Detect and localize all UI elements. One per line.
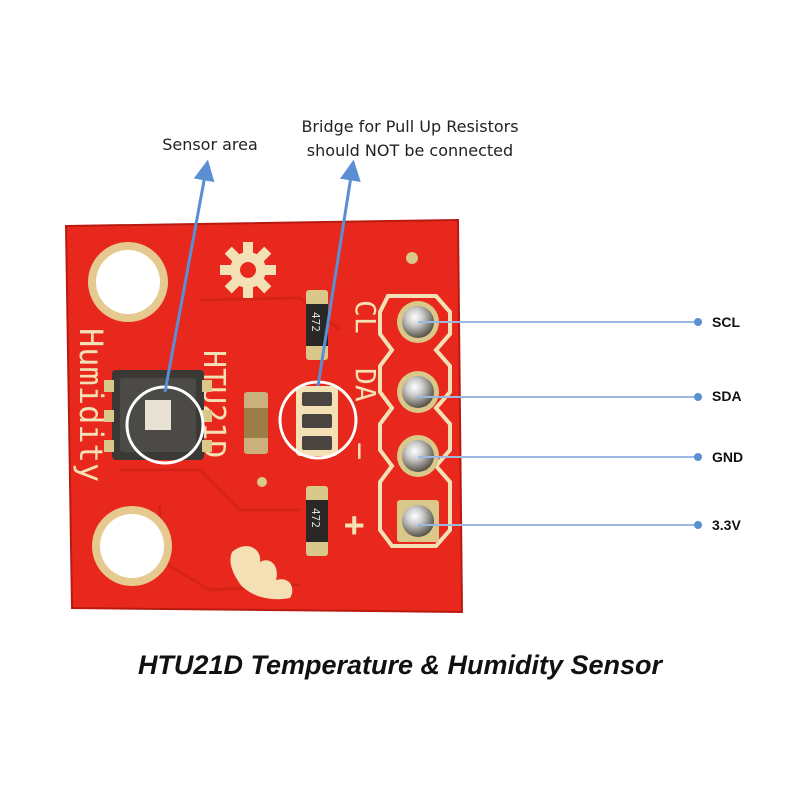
mounting-hole-top bbox=[88, 242, 168, 322]
pin-label-sda: SDA bbox=[712, 388, 742, 404]
svg-text:472: 472 bbox=[309, 312, 322, 332]
bridge-label-line2: should NOT be connected bbox=[306, 141, 514, 160]
silk-scl: CL bbox=[349, 300, 382, 334]
bridge-arrow bbox=[316, 159, 361, 387]
header-outline bbox=[378, 294, 452, 548]
figure-caption: HTU21D Temperature & Humidity Sensor bbox=[137, 650, 663, 680]
mounting-hole-bottom bbox=[92, 506, 172, 586]
pin-sda bbox=[397, 371, 439, 413]
sensor-area-arrow bbox=[163, 159, 215, 393]
via bbox=[257, 477, 267, 487]
pin-leader-dots bbox=[694, 318, 702, 529]
svg-text:472: 472 bbox=[309, 508, 322, 528]
silk-sda: DA bbox=[349, 368, 382, 402]
pin-label-scl: SCL bbox=[712, 314, 740, 330]
resistor-top: 472 bbox=[306, 290, 328, 360]
pin-3v3 bbox=[397, 500, 439, 542]
bridge-label-line1: Bridge for Pull Up Resistors bbox=[301, 117, 519, 136]
pin-label-gnd: GND bbox=[712, 449, 744, 465]
via bbox=[406, 252, 418, 264]
sensor-area-label: Sensor area bbox=[162, 135, 258, 154]
pin-leader-lines bbox=[418, 321, 698, 526]
silk-gnd: − bbox=[342, 442, 377, 460]
resistor-bottom: 472 bbox=[306, 486, 328, 556]
gear-logo-icon bbox=[220, 242, 276, 298]
pin-label-3v3: 3.3V bbox=[712, 517, 741, 533]
pull-up-bridge-pads bbox=[296, 386, 338, 456]
board-side-label: Humidity bbox=[72, 328, 110, 482]
capacitor bbox=[244, 392, 268, 454]
flame-logo-icon bbox=[230, 546, 293, 600]
silk-3v3: + bbox=[344, 505, 364, 545]
